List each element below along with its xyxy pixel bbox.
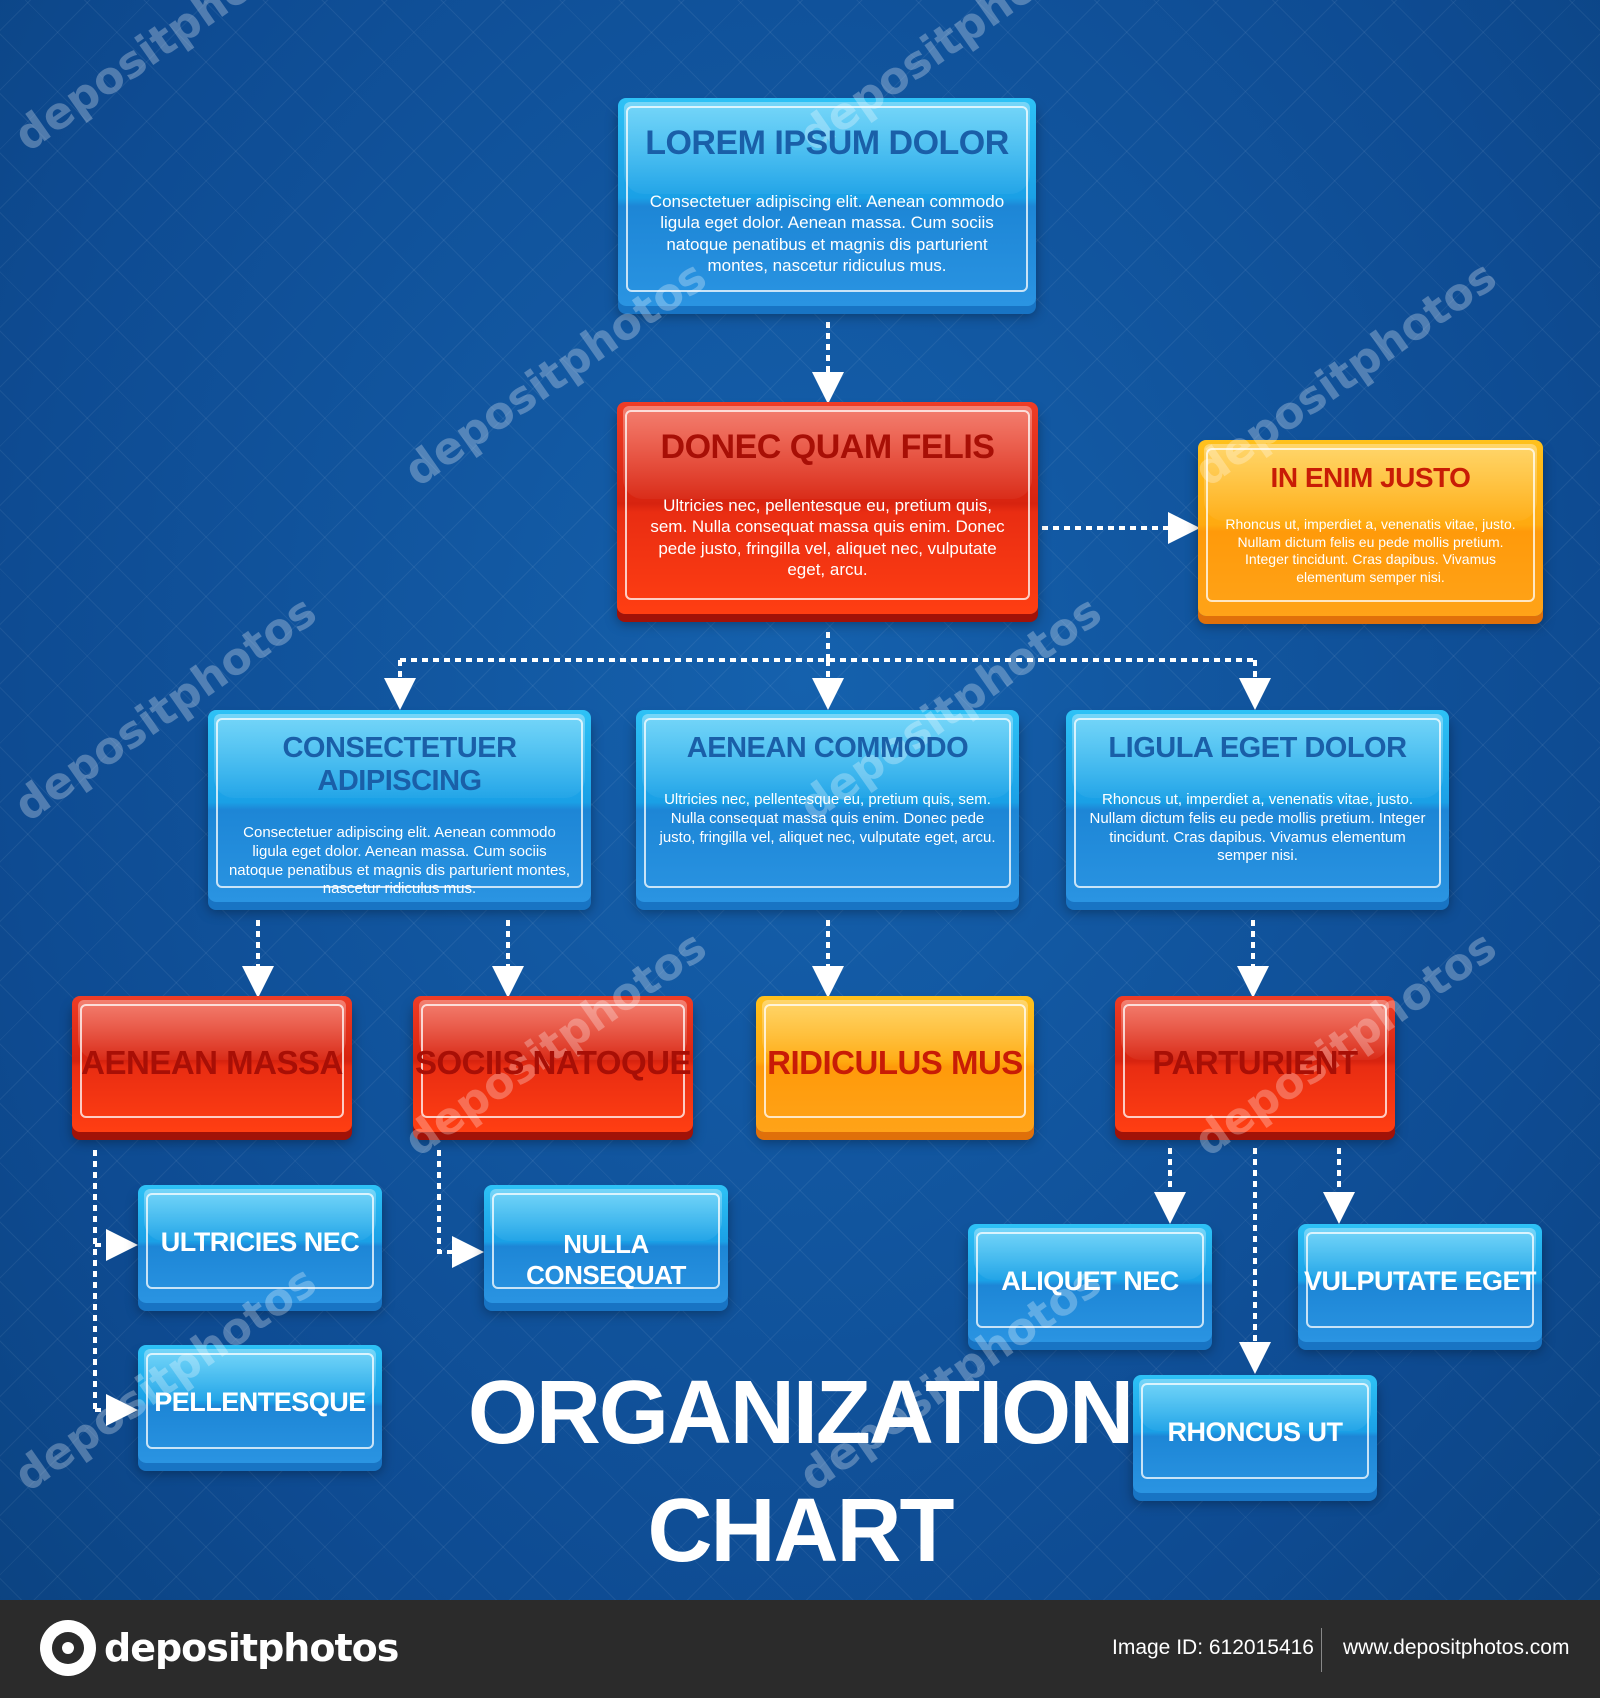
node-leaf2[interactable]: PELLENTESQUE (138, 1345, 382, 1463)
node-team1[interactable]: AENEAN MASSA (72, 996, 352, 1132)
node-director-title: DONEC QUAM FELIS (660, 428, 995, 466)
footer-image-id: Image ID: 612015416 (1112, 1636, 1314, 1659)
node-team3-title: RIDICULUS MUS (767, 1044, 1023, 1081)
node-team2-title: SOCIIS NATOQUE (415, 1044, 691, 1081)
node-manager-left[interactable]: CONSECTETUER ADIPISCING Consectetuer adi… (208, 710, 591, 902)
node-leaf3-title: NULLA CONSEQUAT (526, 1229, 686, 1290)
node-manager-right[interactable]: LIGULA EGET DOLOR Rhoncus ut, imperdiet … (1066, 710, 1449, 902)
node-manager-mid-body: Ultricies nec, pellentesque eu, pretium … (659, 791, 996, 846)
node-assistant-body: Rhoncus ut, imperdiet a, venenatis vitae… (1225, 516, 1516, 585)
node-manager-left-title: CONSECTETUER ADIPISCING (282, 732, 517, 797)
node-team4[interactable]: PARTURIENT (1115, 996, 1395, 1132)
chart-title-line2: CHART (647, 1481, 955, 1581)
node-leaf4-title: ALIQUET NEC (1001, 1266, 1179, 1296)
node-director[interactable]: DONEC QUAM FELIS Ultricies nec, pellente… (617, 402, 1038, 614)
node-leaf6[interactable]: VULPUTATE EGET (1298, 1224, 1542, 1342)
depositphotos-logo-icon (40, 1620, 96, 1676)
node-team4-title: PARTURIENT (1152, 1044, 1358, 1081)
footer-bar: depositphotos Image ID: 612015416 www.de… (0, 1600, 1600, 1698)
connector-lines (93, 322, 1355, 1426)
node-manager-right-title: LIGULA EGET DOLOR (1108, 732, 1407, 764)
node-ceo-body: Consectetuer adipiscing elit. Aenean com… (649, 192, 1005, 275)
footer-separator (1321, 1628, 1322, 1672)
node-manager-mid-title: AENEAN COMMODO (686, 732, 969, 764)
footer-url[interactable]: www.depositphotos.com (1343, 1636, 1570, 1659)
node-ceo[interactable]: LOREM IPSUM DOLOR Consectetuer adipiscin… (618, 98, 1036, 306)
node-assistant-title: IN ENIM JUSTO (1270, 462, 1471, 493)
node-leaf6-title: VULPUTATE EGET (1303, 1266, 1537, 1296)
node-team2[interactable]: SOCIIS NATOQUE (413, 996, 693, 1132)
node-leaf3[interactable]: NULLA CONSEQUAT (484, 1185, 728, 1303)
node-leaf1-title: ULTRICIES NEC (160, 1227, 360, 1257)
node-leaf4[interactable]: ALIQUET NEC (968, 1224, 1212, 1342)
node-assistant[interactable]: IN ENIM JUSTO Rhoncus ut, imperdiet a, v… (1198, 440, 1543, 616)
chart-title-line1: ORGANIZATION (467, 1363, 1134, 1463)
node-ceo-title: LOREM IPSUM DOLOR (645, 124, 1009, 162)
connector-director-bus (400, 632, 1255, 662)
node-leaf2-title: PELLENTESQUE (154, 1387, 366, 1417)
node-team3[interactable]: RIDICULUS MUS (756, 996, 1034, 1132)
node-manager-right-body: Rhoncus ut, imperdiet a, venenatis vitae… (1089, 791, 1426, 865)
node-leaf1[interactable]: ULTRICIES NEC (138, 1185, 382, 1303)
node-manager-mid[interactable]: AENEAN COMMODO Ultricies nec, pellentesq… (636, 710, 1019, 902)
node-manager-left-body: Consectetuer adipiscing elit. Aenean com… (228, 824, 571, 898)
connector-to-leaf3 (437, 1150, 484, 1268)
node-team1-title: AENEAN MASSA (81, 1044, 343, 1081)
footer-logo-text: depositphotos (104, 1626, 399, 1670)
node-leaf5[interactable]: RHONCUS UT (1133, 1375, 1377, 1493)
node-leaf5-title: RHONCUS UT (1167, 1417, 1344, 1447)
node-director-body: Ultricies nec, pellentesque eu, pretium … (650, 496, 1005, 579)
footer-logo[interactable]: depositphotos (40, 1620, 399, 1676)
